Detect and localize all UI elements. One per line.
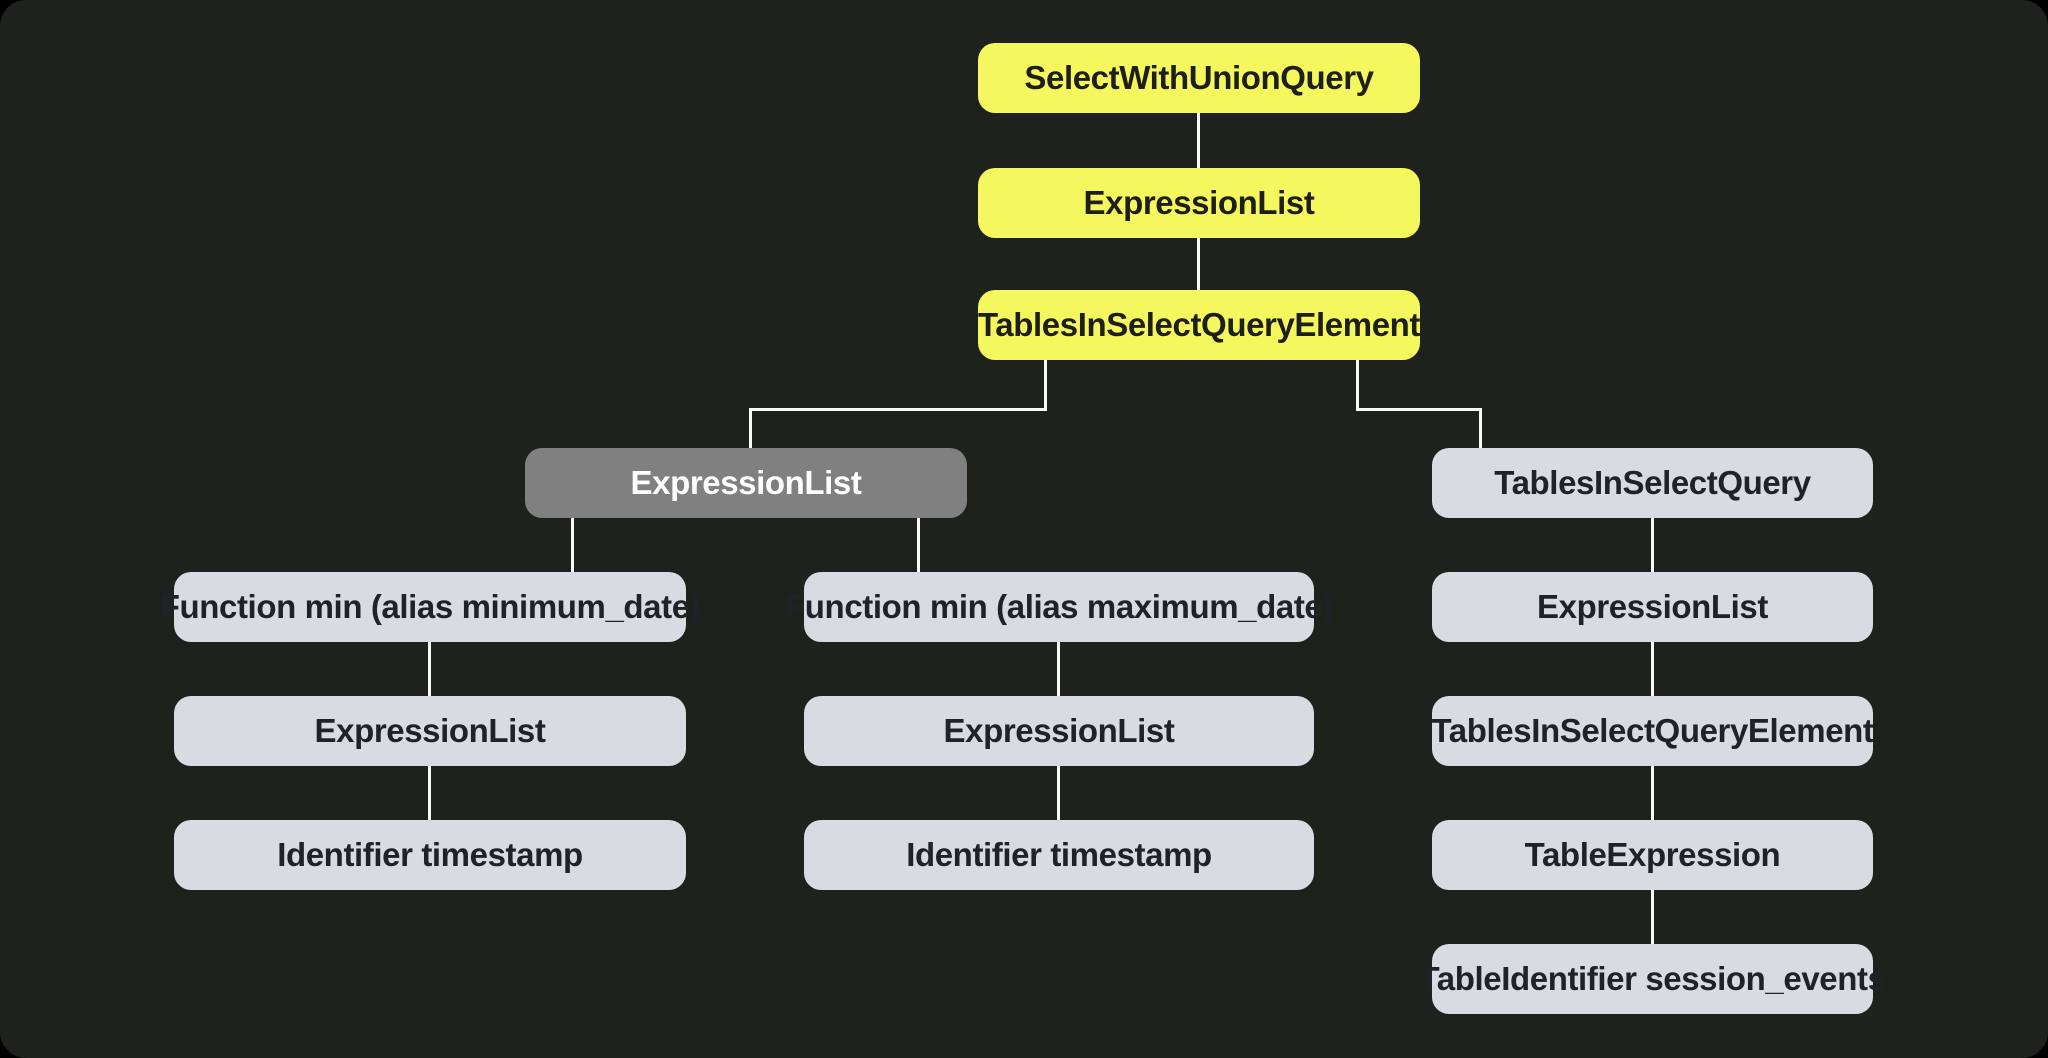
connector-right-branch-drop <box>1356 360 1359 411</box>
node-identifier-timestamp-middle[interactable]: Identifier timestamp <box>804 820 1314 890</box>
connector-table-expression-to-table-identifier <box>1651 890 1654 944</box>
node-expression-list-right[interactable]: ExpressionList <box>1432 572 1873 642</box>
node-table-expression[interactable]: TableExpression <box>1432 820 1873 890</box>
connector-expression-list-right-to-tisqe <box>1651 642 1654 696</box>
node-tables-in-select-query[interactable]: TablesInSelectQuery <box>1432 448 1873 518</box>
node-table-identifier-session-events[interactable]: TableIdentifier session_events <box>1419 944 1886 1014</box>
connector-expression-list-to-tisqe <box>1197 238 1200 290</box>
connector-function-min-middle-to-expression-list <box>1057 642 1060 696</box>
connector-right-branch-entry <box>1479 408 1482 448</box>
node-identifier-timestamp-left[interactable]: Identifier timestamp <box>174 820 686 890</box>
node-expression-list-left[interactable]: ExpressionList <box>174 696 686 766</box>
node-tables-in-select-query-element-top[interactable]: TablesInSelectQueryElement <box>978 290 1420 360</box>
connector-tisqe-right-to-table-expression <box>1651 766 1654 820</box>
node-function-min-maximum-date[interactable]: Function min (alias maximum_date) <box>785 572 1333 642</box>
connector-left-branch-drop <box>1044 360 1047 411</box>
node-select-with-union-query[interactable]: SelectWithUnionQuery <box>978 43 1420 113</box>
connector-function-min-left-to-expression-list <box>428 642 431 696</box>
node-expression-list-selected[interactable]: ExpressionList <box>525 448 967 518</box>
node-function-min-minimum-date[interactable]: Function min (alias minimum_date) <box>160 572 701 642</box>
node-expression-list-middle[interactable]: ExpressionList <box>804 696 1314 766</box>
connector-expression-list-left-to-identifier <box>428 766 431 820</box>
connector-expression-list-middle-to-identifier <box>1057 766 1060 820</box>
connector-selected-to-function-min-minimum <box>571 518 574 572</box>
connector-left-branch-entry <box>749 408 752 448</box>
node-expression-list-top[interactable]: ExpressionList <box>978 168 1420 238</box>
connector-right-branch-horizontal <box>1356 408 1482 411</box>
node-tables-in-select-query-element-right[interactable]: TablesInSelectQueryElement <box>1432 696 1874 766</box>
connector-tisq-to-expression-list <box>1651 518 1654 572</box>
connector-left-branch-horizontal <box>749 408 1047 411</box>
connector-selected-to-function-min-maximum <box>917 518 920 572</box>
connector-root-to-expression-list <box>1197 113 1200 168</box>
